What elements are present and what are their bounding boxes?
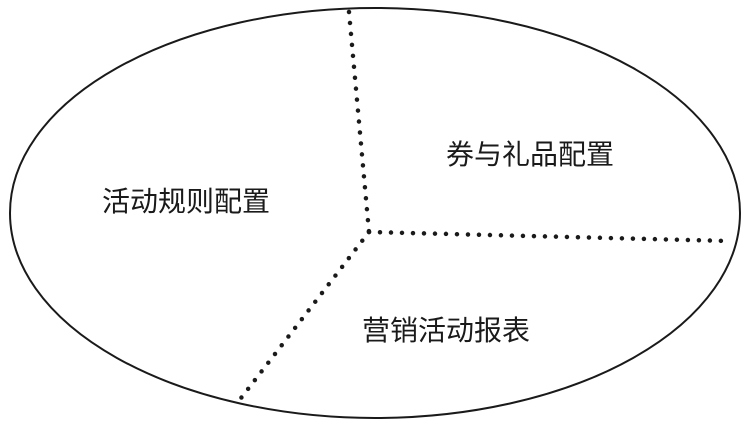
divider-top: [346, 9, 372, 235]
region-label-coupon-gift: 券与礼品配置: [446, 138, 614, 171]
region-label-activity-rules: 活动规则配置: [102, 185, 270, 218]
outer-ellipse: [9, 7, 741, 419]
region-label-marketing-report: 营销活动报表: [362, 314, 530, 347]
divider-bottom-left: [235, 229, 372, 405]
divider-right: [366, 229, 731, 244]
